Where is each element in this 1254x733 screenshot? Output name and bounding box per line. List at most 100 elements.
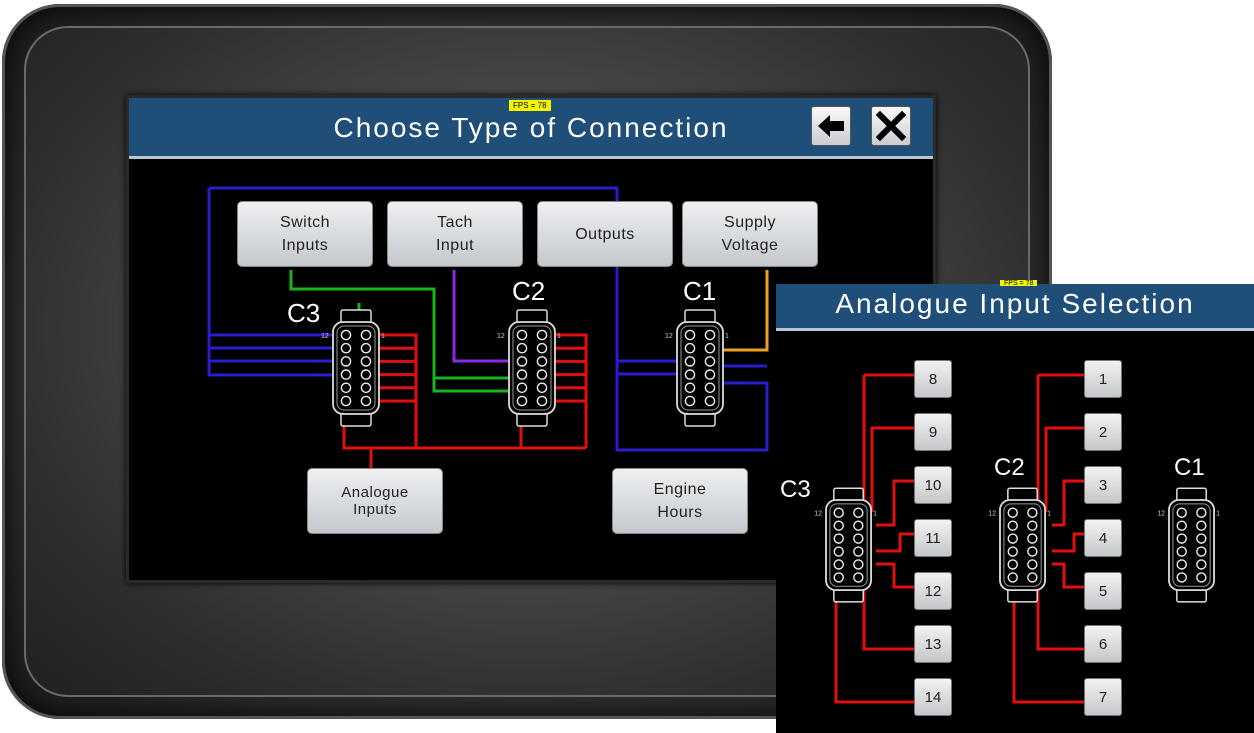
main-connector-c3-pin-socket	[340, 329, 352, 341]
wire-popup-14	[834, 578, 914, 704]
switch-inputs-button[interactable]: Switch Inputs	[237, 201, 373, 267]
analogue-pin-6-button[interactable]: 6	[1084, 625, 1122, 663]
main-connector-c1-pin-socket	[704, 356, 716, 367]
wire-tach-c2	[452, 270, 509, 363]
main-connector-c1-pin-socket	[684, 369, 696, 380]
popup-connector-c2-pin-socket	[1027, 520, 1038, 531]
analogue-pin-8-button[interactable]: 8	[914, 360, 952, 398]
wire-popup-7	[1012, 578, 1084, 704]
main-connector-c2-inner-rim	[512, 325, 552, 411]
popup-connector-c1-pin-socket	[1196, 572, 1207, 583]
popup-connector-c3-pin-socket	[853, 520, 864, 531]
popup-connector-c1-pin-socket	[1196, 559, 1207, 570]
analogue-pin-11-button[interactable]: 11	[914, 519, 952, 557]
popup-connector-c3-pin-socket	[853, 572, 864, 583]
analogue-pin-10-button[interactable]: 10	[914, 466, 952, 504]
close-x-icon	[875, 110, 907, 142]
main-connector-c2-pin-socket	[516, 369, 528, 380]
supply-voltage-button[interactable]: Supply Voltage	[682, 201, 818, 267]
wire-popup-13	[862, 590, 914, 651]
wire-popup-10	[876, 479, 914, 527]
analogue-inputs-button[interactable]: Analogue Inputs	[307, 468, 443, 534]
wire-top-frame	[209, 186, 619, 206]
wire-analogue-c3-1	[379, 346, 418, 448]
analogue-pin-5-button[interactable]: 5	[1084, 572, 1122, 610]
tach-input-button[interactable]: Tach Input	[387, 201, 523, 267]
wire-analogue-c3-3	[379, 373, 418, 448]
wire-popup-9	[870, 426, 914, 512]
popup-connector-c2-pin-socket	[1027, 546, 1038, 557]
popup-connector-c1-pin-socket	[1196, 520, 1207, 531]
analogue-pin-7-button[interactable]: 7	[1084, 678, 1122, 716]
analogue-pin-9-button[interactable]: 9	[914, 413, 952, 451]
main-connector-c1-pin-socket	[704, 395, 716, 407]
wire-switch-green-c2-b	[432, 289, 509, 393]
popup-connector-c1-pin-socket	[1176, 546, 1187, 557]
popup-connector-c1-pin-socket	[1176, 507, 1187, 518]
popup-connector-c2-pin-socket	[1027, 572, 1038, 583]
popup-connector-c1-pin-socket	[1176, 559, 1187, 570]
popup-connector-c2-pin-1-tick: 1	[1047, 511, 1051, 518]
popup-connector-c1-pin-12-tick: 12	[1157, 511, 1165, 518]
engine-hours-button[interactable]: Engine Hours	[612, 468, 748, 534]
analogue-pin-13-button[interactable]: 13	[914, 625, 952, 663]
main-connector-c2-pin-socket	[536, 356, 548, 367]
popup-connector-c2-pin-socket	[1027, 559, 1038, 570]
popup-connector-c3-label: C3	[780, 476, 811, 503]
analogue-pin-3-button[interactable]: 3	[1084, 466, 1122, 504]
main-connector-c1-pin-socket	[684, 329, 696, 341]
wire-popup-5	[1052, 562, 1084, 589]
analogue-pin-12-button[interactable]: 12	[914, 572, 952, 610]
analogue-pin-1-button[interactable]: 1	[1084, 360, 1122, 398]
main-connector-c3-pin-socket	[340, 356, 352, 367]
popup-connector-c2-pin-socket	[1007, 559, 1018, 570]
popup-title: Analogue Input Selection	[835, 288, 1195, 319]
main-connector-c2-housing	[508, 321, 556, 415]
fps-indicator: FPS = 78	[509, 100, 551, 111]
main-connector-c3-pin-1-tick: 1	[381, 333, 385, 340]
close-button[interactable]	[871, 106, 911, 146]
main-connector-c3-pin-socket	[360, 369, 372, 380]
popup-connector-c2-pin-socket	[1007, 520, 1018, 531]
main-connector-c1-pin-socket	[684, 342, 696, 354]
main-connector-c1-housing	[676, 321, 724, 415]
wire-popup-11	[876, 532, 914, 553]
popup-connector-c2-pin-socket	[1007, 546, 1018, 557]
main-connector-c3-pin-socket	[360, 382, 372, 394]
popup-connector-c2-pin-socket	[1007, 533, 1018, 544]
popup-fps-indicator: FPS = 78	[1000, 280, 1038, 286]
popup-connector-c1-pin-socket	[1176, 520, 1187, 531]
popup-connector-c3-pin-socket	[833, 533, 844, 544]
popup-connector-c1-inner-rim	[1172, 503, 1211, 587]
popup-connector-c3-pin-socket	[833, 520, 844, 531]
main-connector-c2-pin-socket	[516, 329, 528, 341]
popup-connector-c1-label: C1	[1174, 454, 1205, 481]
wire-analogue-c3-5	[379, 399, 418, 448]
main-connector-c1-pin-1-tick: 1	[725, 333, 729, 340]
outputs-button[interactable]: Outputs	[537, 201, 673, 267]
back-button[interactable]	[811, 106, 851, 146]
popup-connector-c3-pin-socket	[833, 572, 844, 583]
popup-connector-c2-pin-socket	[1007, 572, 1018, 583]
main-connector-c3-pin-socket	[340, 382, 352, 394]
connector-c2-label: C2	[512, 276, 546, 306]
main-connector-c1-pin-socket	[704, 329, 716, 341]
wire-popup-12	[876, 562, 914, 589]
main-connector-c1-pin-socket	[684, 356, 696, 367]
popup-connector-c2-pin-socket	[1027, 507, 1038, 518]
popup-connector-c1-pin-socket	[1176, 572, 1187, 583]
analogue-pin-14-button[interactable]: 14	[914, 678, 952, 716]
analogue-pin-2-button[interactable]: 2	[1084, 413, 1122, 451]
main-connector-c3-pin-socket	[360, 329, 372, 341]
main-connector-c3-housing	[332, 321, 380, 415]
popup-connector-c3-pin-12-tick: 12	[814, 511, 822, 518]
wire-supply-c1	[719, 270, 769, 352]
popup-connector-c2-inner-rim	[1003, 503, 1042, 587]
main-connector-c2-pin-socket	[516, 395, 528, 407]
page-title: Choose Type of Connection	[333, 112, 729, 143]
main-connector-c1-pin-socket	[684, 395, 696, 407]
analogue-pin-4-button[interactable]: 4	[1084, 519, 1122, 557]
connector-c1-label: C1	[683, 276, 717, 306]
wire-switch-c3-4	[207, 188, 344, 377]
main-connector-c2-pin-socket	[536, 329, 548, 341]
